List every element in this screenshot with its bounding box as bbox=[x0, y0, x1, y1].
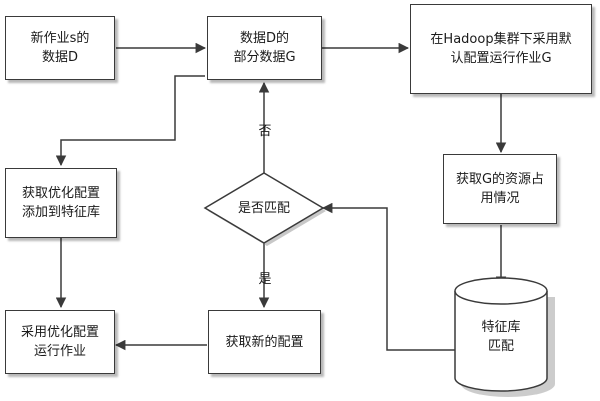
featuredb-line2: 匹配 bbox=[487, 339, 514, 354]
partial-data-box: 数据D的 部分数据G bbox=[207, 16, 322, 80]
edge-no-label: 否 bbox=[258, 124, 272, 139]
edge-yes-label: 是 bbox=[258, 272, 272, 287]
optadd-line1: 获取优化配置 bbox=[21, 186, 100, 201]
match-label: 是否匹配 bbox=[215, 199, 313, 218]
opt-add-box: 获取优化配置 添加到特征库 bbox=[5, 168, 117, 238]
optrun-line1: 采用优化配置 bbox=[20, 325, 99, 340]
resource-line2: 用情况 bbox=[480, 191, 520, 206]
featuredb-label: 特征库 匹配 bbox=[455, 318, 547, 356]
optrun-line2: 运行作业 bbox=[33, 344, 86, 359]
opt-run-box: 采用优化配置 运行作业 bbox=[5, 310, 115, 374]
resource-usage-box: 获取G的资源占 用情况 bbox=[443, 154, 557, 224]
start-box: 新作业s的 数据D bbox=[5, 16, 115, 80]
partial-line1: 数据D的 bbox=[239, 31, 289, 46]
new-config-box: 获取新的配置 bbox=[208, 310, 321, 374]
optadd-line2: 添加到特征库 bbox=[21, 205, 100, 220]
featuredb-cylinder bbox=[454, 277, 555, 397]
hadoop-run-box: 在Hadoop集群下采用默 认配置运行作业G bbox=[410, 4, 592, 94]
start-line1: 新作业s的 bbox=[30, 31, 90, 46]
match-text: 是否匹配 bbox=[237, 201, 290, 216]
edge-featuredb-to-match bbox=[321, 202, 455, 351]
match-diamond bbox=[203, 172, 325, 244]
partial-line2: 部分数据G bbox=[233, 50, 296, 65]
start-line2: 数据D bbox=[41, 50, 78, 65]
edge-partial-to-optadd bbox=[55, 75, 205, 167]
featuredb-line1: 特征库 bbox=[481, 320, 521, 335]
hadoop-line2: 认配置运行作业G bbox=[450, 51, 552, 66]
hadoop-line1: 在Hadoop集群下采用默 bbox=[430, 32, 572, 47]
resource-line1: 获取G的资源占 bbox=[455, 172, 545, 187]
newconf-text: 获取新的配置 bbox=[225, 334, 304, 350]
